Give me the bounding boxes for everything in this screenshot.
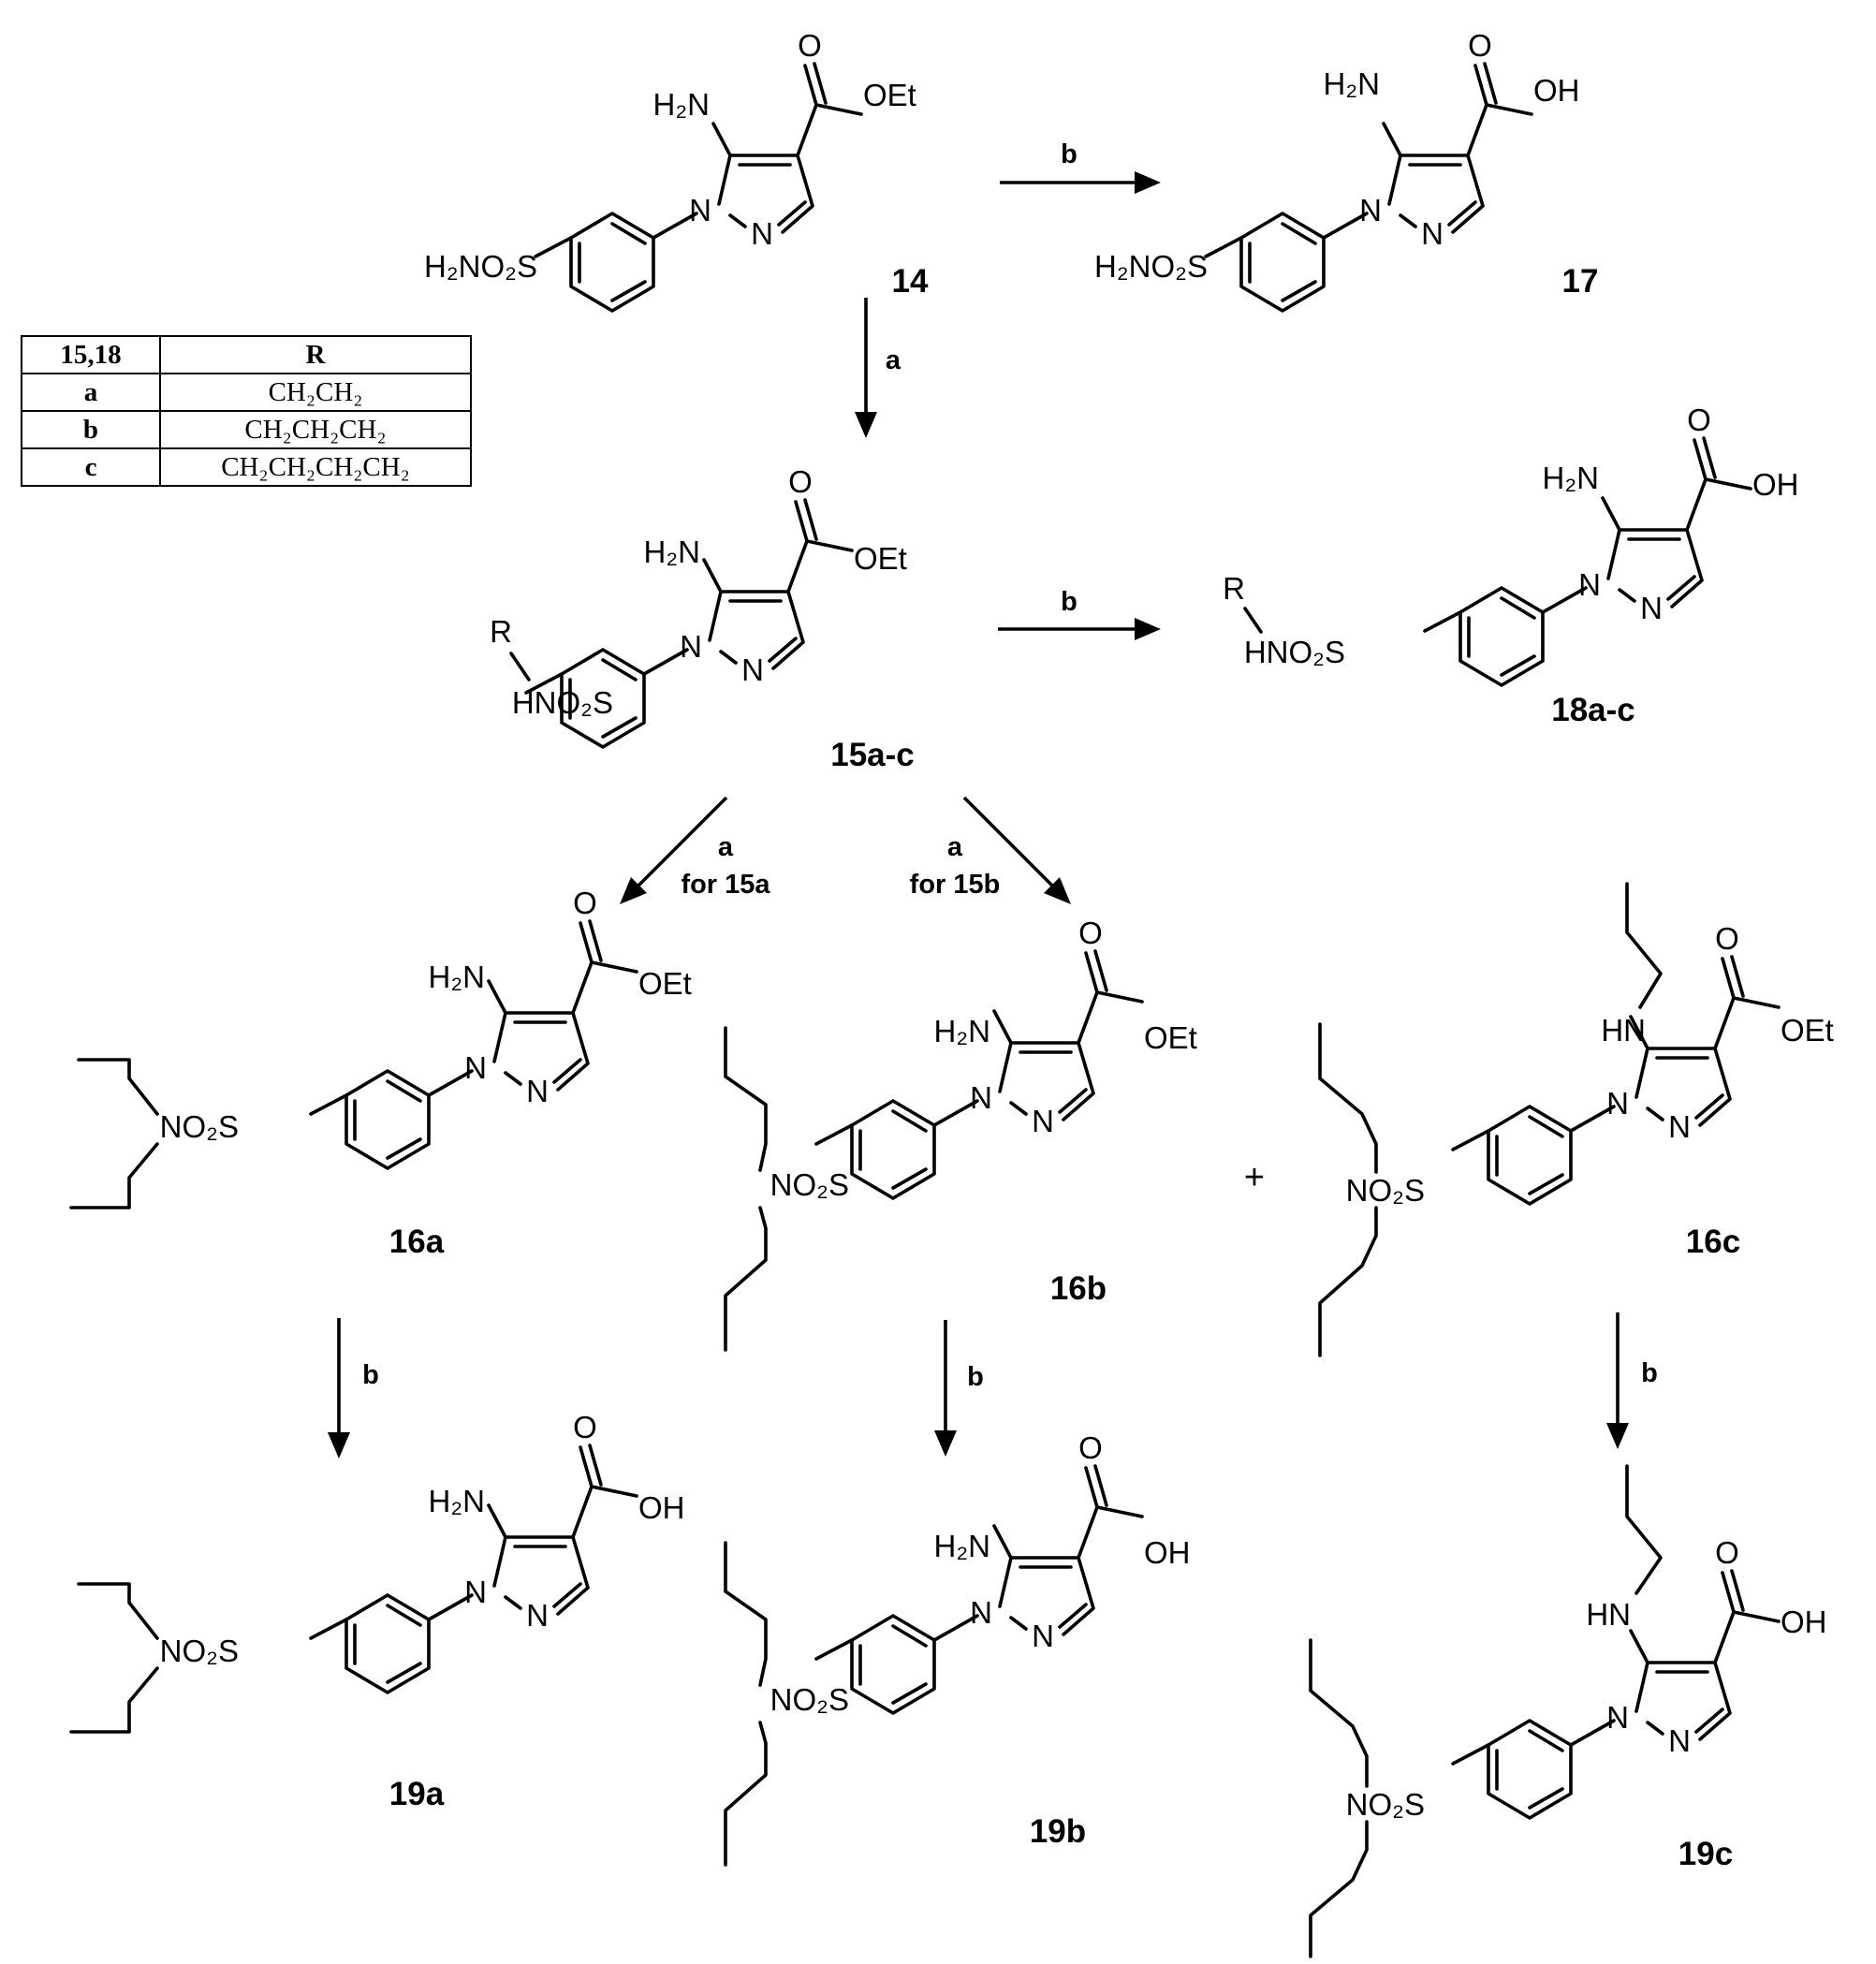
compound-19a: H₂N OH NO₂S 19a — [69, 1408, 685, 1812]
table-row: c CH₂CH₂CH₂CH₂ — [21, 447, 472, 487]
table-row: a CH₂CH₂ — [21, 373, 472, 412]
compound-18a-c-label: 18a-c — [1551, 692, 1635, 728]
compound-17: H₂N OH H₂NO₂S 17 — [1094, 26, 1599, 313]
compound-19c-label: 19c — [1678, 1836, 1733, 1872]
arrow-14-to-15: a — [855, 298, 901, 438]
amino-label: H₂N — [429, 1484, 485, 1518]
compound-16c: HN OEt NO₂S 16c — [1318, 884, 1834, 1357]
sulfonamide-label: NO₂S — [1346, 1173, 1425, 1208]
reagent-b-label: b — [1061, 139, 1077, 169]
compound-15a-c-label: 15a-c — [830, 737, 915, 773]
table-cell: b — [21, 410, 161, 449]
table-cell: CH₂CH₂CH₂ — [159, 410, 472, 449]
sulfonamide-label: NO₂S — [770, 1682, 849, 1717]
table-header-row: 15,18 R — [21, 335, 472, 374]
table-header-cell: R — [159, 335, 472, 374]
hydroxy-label: OH — [1144, 1535, 1191, 1570]
reagent-b-label: b — [1641, 1358, 1658, 1388]
arrow-15-to-16a: a for 15a — [620, 796, 770, 904]
sulfonamide-label: HNO₂S — [1244, 635, 1345, 669]
compound-19a-label: 19a — [389, 1776, 445, 1812]
sulfonamide-label: NO₂S — [1346, 1787, 1425, 1822]
reagent-b-label: b — [1061, 587, 1077, 617]
arrow-14-to-17: b — [1000, 139, 1161, 194]
amino-label: H₂N — [934, 1014, 990, 1048]
table-cell: c — [21, 447, 161, 487]
hydroxy-label: OH — [638, 1490, 685, 1525]
sulfonamide-label: NO₂S — [770, 1167, 849, 1202]
arrow-15-to-18: b — [998, 587, 1161, 640]
reagent-b-label: b — [362, 1360, 379, 1390]
sulfonamide-label: NO₂S — [160, 1634, 239, 1668]
compound-19b-label: 19b — [1030, 1813, 1086, 1850]
reagent-a-label: a — [718, 832, 734, 862]
amino-label: H₂N — [1324, 66, 1380, 101]
propylamino-label: HN — [1601, 1013, 1646, 1048]
arrow-16c-to-19c: b — [1606, 1312, 1658, 1449]
propylamino-label: HN — [1586, 1597, 1631, 1632]
substituent-table: 15,18 R a CH₂CH₂ b CH₂CH₂CH₂ c CH₂CH₂CH₂… — [21, 335, 472, 487]
hydroxy-label: OH — [1752, 467, 1799, 502]
amino-label: H₂N — [1543, 461, 1599, 495]
compound-19c: HN OH NO₂S 19c — [1309, 1464, 1827, 1958]
amino-label: H₂N — [644, 535, 700, 569]
compound-15a-c: H₂N OEt HNO₂S R 15a-c — [490, 462, 915, 773]
plus-sign: + — [1244, 1158, 1265, 1197]
sulfonamide-label: NO₂S — [160, 1109, 239, 1144]
ethoxy-label: OEt — [638, 966, 692, 1001]
reagent-a-label: a — [947, 832, 963, 862]
table-cell: a — [21, 373, 161, 412]
reagent-b-label: b — [967, 1362, 984, 1392]
r-group-label: R — [490, 614, 512, 649]
arrow-16b-to-19b: b — [934, 1320, 984, 1457]
table-header-cell: 15,18 — [21, 335, 161, 374]
amino-label: H₂N — [934, 1529, 990, 1563]
ethoxy-label: OEt — [1781, 1013, 1834, 1048]
compound-18a-c: H₂N OH HNO₂S R 18a-c — [1223, 401, 1799, 728]
ethoxy-label: OEt — [854, 541, 907, 576]
compound-19b: H₂N OH NO₂S 19b — [724, 1429, 1191, 1867]
compound-17-label: 17 — [1562, 263, 1599, 300]
table-cell: CH₂CH₂CH₂CH₂ — [159, 447, 472, 487]
r-group-label: R — [1223, 571, 1245, 606]
amino-label: H₂N — [429, 960, 485, 994]
ethoxy-label: OEt — [1144, 1020, 1197, 1055]
sulfonamide-label: HNO₂S — [512, 685, 613, 720]
hydroxy-label: OH — [1781, 1605, 1827, 1639]
amino-label: H₂N — [653, 87, 710, 122]
compound-16a: H₂N OEt NO₂S 16a — [69, 884, 692, 1260]
for-15a-label: for 15a — [681, 870, 770, 900]
hydroxy-label: OH — [1533, 73, 1580, 108]
compound-14-label: 14 — [892, 263, 929, 300]
arrow-15-to-16b-16c: a for 15b — [910, 796, 1071, 904]
compound-16c-label: 16c — [1686, 1224, 1740, 1260]
compound-16b: H₂N OEt NO₂S 16b — [724, 914, 1197, 1352]
compound-14: H₂N OEt H₂NO₂S 14 — [424, 26, 929, 313]
table-row: b CH₂CH₂CH₂ — [21, 410, 472, 449]
for-15b-label: for 15b — [910, 870, 1001, 900]
reagent-a-label: a — [886, 345, 901, 375]
sulfonamide-label: H₂NO₂S — [424, 249, 537, 284]
compound-16b-label: 16b — [1050, 1270, 1107, 1307]
compound-16a-label: 16a — [389, 1224, 445, 1260]
ethoxy-label: OEt — [863, 78, 916, 112]
sulfonamide-label: H₂NO₂S — [1094, 249, 1208, 284]
table-cell: CH₂CH₂ — [159, 373, 472, 412]
arrow-16a-to-19a: b — [328, 1318, 379, 1458]
